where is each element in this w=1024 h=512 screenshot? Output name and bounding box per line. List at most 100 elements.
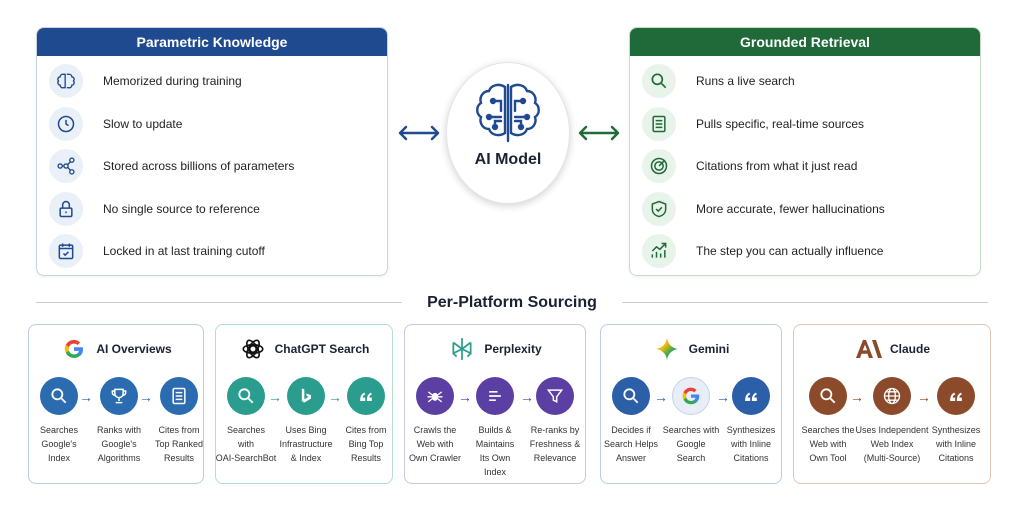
platform-step: Synthesizes with Inline Citations (926, 377, 986, 465)
platform-step: Synthesizes with Inline Citations (721, 377, 781, 465)
ai-model-node: AI Model (446, 62, 570, 204)
search-icon (809, 377, 847, 415)
grounded-item: More accurate, fewer hallucinations (630, 188, 980, 231)
quote-icon (937, 377, 975, 415)
search-icon (40, 377, 78, 415)
arrow-right-icon: → (139, 389, 153, 405)
section-title: Per-Platform Sourcing (427, 294, 597, 311)
step-text: Searches with OAI-SearchBot (215, 425, 277, 463)
brain-circuit-icon (476, 83, 540, 143)
arrow-right-icon: → (520, 389, 534, 405)
grounded-item: Pulls specific, real-time sources (630, 103, 980, 146)
step-text: Uses Independent Web Index (Multi-Source… (855, 425, 929, 463)
spider-icon (416, 377, 454, 415)
step-text: Ranks with Google's Algorithms (96, 425, 141, 463)
grounded-retrieval-title: Grounded Retrieval (630, 28, 980, 56)
funnel-icon (536, 377, 574, 415)
bing-icon (287, 377, 325, 415)
lock-icon (49, 191, 83, 226)
parametric-knowledge-title: Parametric Knowledge (37, 28, 387, 56)
step-text: Cites from Top Ranked Results (154, 425, 204, 463)
platform-step: Re-ranks by Freshness & Relevance (525, 377, 585, 479)
platform-card-perplexity: Perplexity Crawls the Web with Own Crawl… (404, 324, 586, 484)
grounded-item-text: The step you can actually influence (696, 244, 884, 259)
quote-icon (347, 377, 385, 415)
platform-name: Perplexity (484, 342, 542, 356)
platform-step: Searches with Google Search (661, 377, 721, 465)
step-text: Synthesizes with Inline Citations (726, 425, 776, 463)
grounded-item-text: Pulls specific, real-time sources (696, 116, 865, 131)
parametric-item: No single source to reference (37, 188, 387, 231)
arrow-right-icon: → (716, 389, 730, 405)
platform-step: Searches Google's Index (29, 377, 89, 465)
arrow-right-icon: → (458, 389, 472, 405)
step-text: Builds & Maintains Its Own Index (475, 425, 515, 477)
parametric-item-text: Slow to update (103, 116, 183, 131)
quote-icon (732, 377, 770, 415)
trend-up-icon (642, 234, 676, 269)
parametric-item: Locked in at last training cutoff (37, 230, 387, 273)
gemini-star-icon (653, 335, 681, 363)
double-arrow-right-icon (578, 125, 620, 141)
platform-step: Decides if Search Helps Answer (601, 377, 661, 465)
platform-name: Gemini (688, 342, 730, 356)
section-divider-left (36, 302, 402, 303)
platform-step: Ranks with Google's Algorithms (89, 377, 149, 465)
perplexity-icon (448, 335, 476, 363)
parametric-item-text: No single source to reference (103, 201, 260, 216)
grounded-item: Citations from what it just read (630, 145, 980, 188)
parametric-knowledge-panel: Parametric Knowledge Memorized during tr… (36, 27, 388, 276)
section-divider-right (622, 302, 988, 303)
step-text: Searches with Google Search (662, 425, 720, 463)
target-icon (642, 149, 676, 184)
parametric-item: Memorized during training (37, 60, 387, 103)
platform-step: Searches with OAI-SearchBot (216, 377, 276, 465)
step-text: Synthesizes with Inline Citations (931, 425, 981, 463)
anthropic-icon (854, 335, 882, 363)
platform-step: Cites from Bing Top Results (336, 377, 396, 465)
platform-name: Claude (889, 342, 930, 356)
parametric-item-text: Locked in at last training cutoff (103, 244, 265, 259)
globe-icon (873, 377, 911, 415)
step-text: Uses Bing Infrastructure & Index (279, 425, 333, 463)
grounded-item-text: Runs a live search (696, 74, 795, 89)
grounded-item: The step you can actually influence (630, 230, 980, 273)
platform-step: Cites from Top Ranked Results (149, 377, 209, 465)
arrow-right-icon: → (850, 389, 864, 405)
document-icon (642, 106, 676, 141)
google-g-icon (60, 335, 88, 363)
step-text: Re-ranks by Freshness & Relevance (529, 425, 581, 463)
parametric-item: Stored across billions of parameters (37, 145, 387, 188)
google-g-icon (672, 377, 710, 415)
platform-step: Crawls the Web with Own Crawler (405, 377, 465, 479)
document-icon (160, 377, 198, 415)
step-text: Searches Google's Index (39, 425, 79, 463)
step-text: Crawls the Web with Own Crawler (408, 425, 461, 463)
parametric-item: Slow to update (37, 103, 387, 146)
platform-step: Searches the Web with Own Tool (798, 377, 858, 465)
double-arrow-left-icon (398, 125, 440, 141)
parametric-item-text: Stored across billions of parameters (103, 159, 295, 174)
platform-step: Uses Independent Web Index (Multi-Source… (855, 377, 929, 465)
arrow-right-icon: → (328, 389, 342, 405)
shield-check-icon (642, 191, 676, 226)
clock-icon (49, 106, 83, 141)
platform-name: ChatGPT Search (274, 342, 370, 356)
parametric-item-text: Memorized during training (103, 74, 242, 89)
platform-card-chatgpt-search: ChatGPT Search Searches with OAI-SearchB… (215, 324, 393, 484)
platform-step: Uses Bing Infrastructure & Index (276, 377, 336, 465)
grounded-retrieval-panel: Grounded Retrieval Runs a live search Pu… (629, 27, 981, 276)
arrow-right-icon: → (654, 389, 668, 405)
ai-model-label: AI Model (474, 151, 542, 168)
platform-card-claude: Claude Searches the Web with Own Tool Us… (793, 324, 991, 484)
search-icon (227, 377, 265, 415)
calendar-check-icon (49, 234, 83, 269)
platform-card-gemini: Gemini Decides if Search Helps Answer Se… (600, 324, 782, 484)
grounded-item-text: Citations from what it just read (696, 159, 858, 174)
arrow-right-icon: → (268, 389, 282, 405)
arrow-right-icon: → (79, 389, 93, 405)
openai-icon (239, 335, 267, 363)
brain-outline-icon (49, 64, 83, 99)
platform-name: AI Overviews (96, 342, 172, 356)
search-icon (642, 64, 676, 99)
